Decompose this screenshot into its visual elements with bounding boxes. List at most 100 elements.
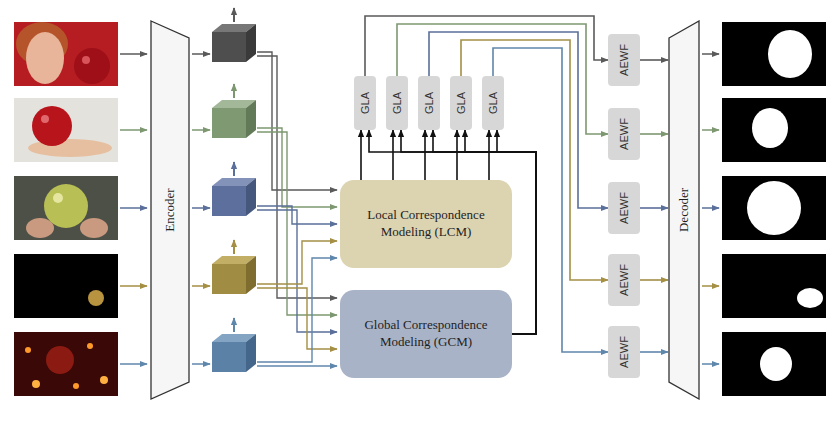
trapezoid-outline [151,21,189,399]
output-mask [722,176,826,240]
node-label: Global Correspondence Modeling (GCM) [358,317,494,351]
feature-arrow [192,363,210,365]
up-arrow [233,84,235,98]
output-mask [722,254,826,318]
feature-wire [257,258,337,362]
hand [80,218,108,238]
feature-wires [257,52,337,366]
connector [640,279,668,281]
feature-wire [257,52,337,190]
node-label: AEWF [618,264,630,296]
connector [424,130,426,180]
feature-arrow [192,53,210,55]
candle [87,343,93,349]
mask-ground [722,98,826,162]
input-image [14,254,118,318]
feature-arrow [192,207,210,209]
mask-blob [760,347,792,381]
face [26,32,64,84]
gla-block: GLA [418,76,440,130]
feature-cube [212,84,256,138]
feature-arrow [192,129,210,131]
input-arrow [120,129,147,131]
up-arrow [233,162,235,176]
feature-wire [257,365,337,366]
aewf-block: AEWF [608,326,640,378]
cube-side [246,334,256,372]
mask-blob [747,181,801,235]
node-label: Local Correspondence Modeling (LCM) [358,207,494,241]
output-arrow [702,53,719,55]
decoder-block: Decoder [668,20,700,400]
output-arrow [702,207,719,209]
feature-wire [257,288,337,349]
cube-front [212,264,246,294]
node-label: GLA [423,92,435,114]
connector [360,130,362,180]
aewf-block: AEWF [608,108,640,160]
apple [44,184,88,228]
node-label: GLA [359,92,371,114]
up-arrow [233,318,235,332]
image-ground [14,176,118,240]
feature-arrow [192,285,210,287]
input-arrow [120,53,147,55]
output-mask [722,22,826,86]
input-arrow [120,207,147,209]
node-label: AEWF [618,118,630,150]
input-image [14,332,118,396]
feature-wire [257,241,337,284]
cube-side [246,24,256,62]
cube-side [246,256,256,294]
apple [88,290,104,306]
output-mask [722,98,826,162]
apple-highlight [41,115,49,123]
image-ground [14,254,118,318]
connector [456,130,458,180]
up-arrow [233,8,235,22]
feature-wire [257,128,337,207]
candle [32,380,40,388]
apple [32,106,72,146]
node-label: AEWF [618,192,630,224]
encoder-block: Encoder [150,20,190,400]
node-label: GLA [391,92,403,114]
connector [640,133,668,135]
cube-front [212,186,246,216]
lcm-module: Local Correspondence Modeling (LCM) [340,180,512,268]
cube-side [246,100,256,138]
feature-cube [212,162,256,216]
node-label: AEWF [618,336,630,368]
candle [25,347,31,353]
cube-front [212,342,246,372]
apple-highlight [82,56,90,64]
connector [488,130,490,180]
feature-cube [212,318,256,372]
up-arrow [233,240,235,254]
connector [640,207,668,209]
node-label: GLA [487,92,499,114]
candle [100,376,108,384]
mask-ground [722,332,826,396]
input-image [14,176,118,240]
node-label: Encoder [162,188,178,231]
aewf-block: AEWF [608,254,640,306]
connector [640,59,668,61]
input-arrow [120,285,147,287]
connector [640,351,668,353]
mask-blob [768,30,812,78]
mask-ground [722,254,826,318]
node-label: Decoder [676,188,692,232]
apple-highlight [53,193,63,203]
connector [392,130,394,180]
feature-cube [212,240,256,294]
input-image [14,22,118,86]
gla-block: GLA [386,76,408,130]
input-arrow [120,363,147,365]
cube-front [212,32,246,62]
feature-cube [212,8,256,62]
apple [74,48,110,84]
aewf-block: AEWF [608,182,640,234]
feature-wire [257,210,337,332]
